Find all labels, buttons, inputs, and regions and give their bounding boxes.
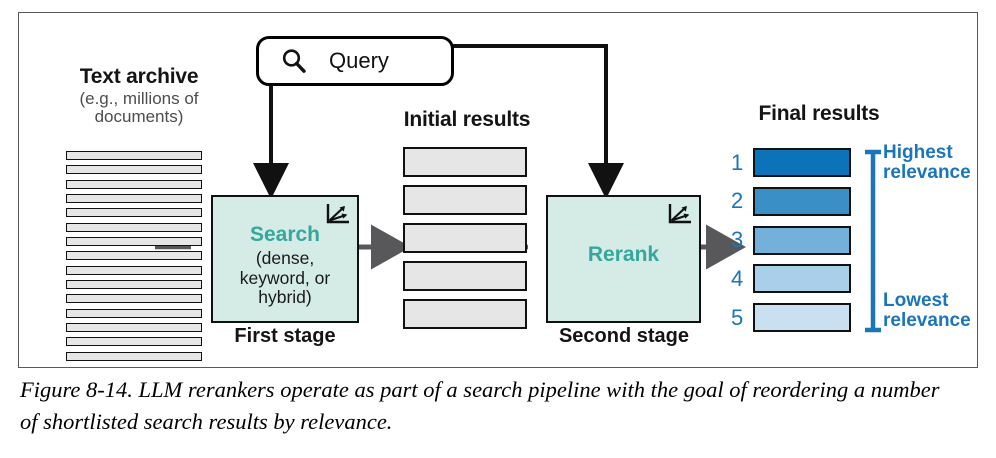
query-label: Query: [329, 48, 389, 73]
vector-axis-icon: [668, 204, 691, 224]
second-stage-caption: Second stage: [558, 325, 690, 347]
highest-relevance-label: Highest relevance: [883, 142, 971, 183]
vector-axis-icon: [326, 204, 349, 224]
relevance-bracket-icon: [865, 149, 881, 333]
text-archive-title: Text archive: [79, 65, 199, 88]
initial-result-item[interactable]: [403, 147, 527, 177]
final-result-row[interactable]: 2: [731, 186, 859, 217]
figure-frame: Text archive (e.g., millions of document…: [18, 12, 978, 368]
document-row: [66, 208, 202, 218]
document-row: [66, 265, 202, 275]
search-stage-detail: (dense, keyword, or hybrid): [239, 248, 331, 308]
final-results-list: 1 2 3 4 5: [731, 147, 859, 333]
figure-caption: Figure 8-14. LLM rerankers operate as pa…: [20, 377, 940, 434]
relevance-bar: [753, 264, 851, 294]
document-row: [66, 251, 202, 261]
final-result-row[interactable]: 4: [731, 263, 859, 294]
initial-result-item[interactable]: [403, 185, 527, 215]
document-row: [66, 294, 202, 304]
initial-results-stack: [403, 147, 527, 329]
lowest-relevance-label: Lowest relevance: [883, 290, 971, 331]
query-box[interactable]: Query: [256, 36, 454, 86]
initial-results-title: Initial results: [403, 108, 531, 131]
document-stack: [66, 151, 202, 361]
final-results-title: Final results: [758, 102, 880, 125]
document-row: [66, 308, 202, 318]
rank-number: 4: [731, 265, 744, 291]
document-row: [66, 323, 202, 333]
document-row: [66, 351, 202, 361]
document-row: [66, 337, 202, 347]
initial-result-item[interactable]: [403, 299, 527, 329]
relevance-bar: [753, 186, 851, 216]
final-result-row[interactable]: 5: [731, 302, 859, 333]
relevance-bar: [753, 225, 851, 255]
document-row: [66, 179, 202, 189]
first-stage-caption: First stage: [234, 325, 336, 347]
rank-number: 2: [731, 188, 744, 214]
initial-result-item[interactable]: [403, 261, 527, 291]
search-icon: [282, 49, 306, 73]
text-archive-subtitle: (e.g., millions of documents): [79, 89, 199, 127]
rank-number: 1: [731, 149, 744, 175]
document-row: [66, 165, 202, 175]
rerank-stage-title: Rerank: [587, 243, 660, 266]
document-row: [66, 237, 202, 247]
document-row: [66, 280, 202, 290]
rank-number: 5: [731, 304, 744, 330]
document-row: [66, 194, 202, 204]
final-result-row[interactable]: 1: [731, 147, 859, 178]
document-row: [66, 151, 202, 160]
document-row: [66, 222, 202, 232]
relevance-bar: [753, 303, 851, 332]
rank-number: 3: [731, 227, 744, 252]
search-stage-title: Search: [249, 223, 321, 246]
rerank-stage-box[interactable]: Rerank: [546, 195, 701, 323]
relevance-bar: [753, 148, 851, 177]
search-stage-box[interactable]: Search (dense, keyword, or hybrid): [211, 195, 359, 323]
final-result-row[interactable]: 3: [731, 225, 859, 256]
initial-result-item[interactable]: [403, 223, 527, 253]
